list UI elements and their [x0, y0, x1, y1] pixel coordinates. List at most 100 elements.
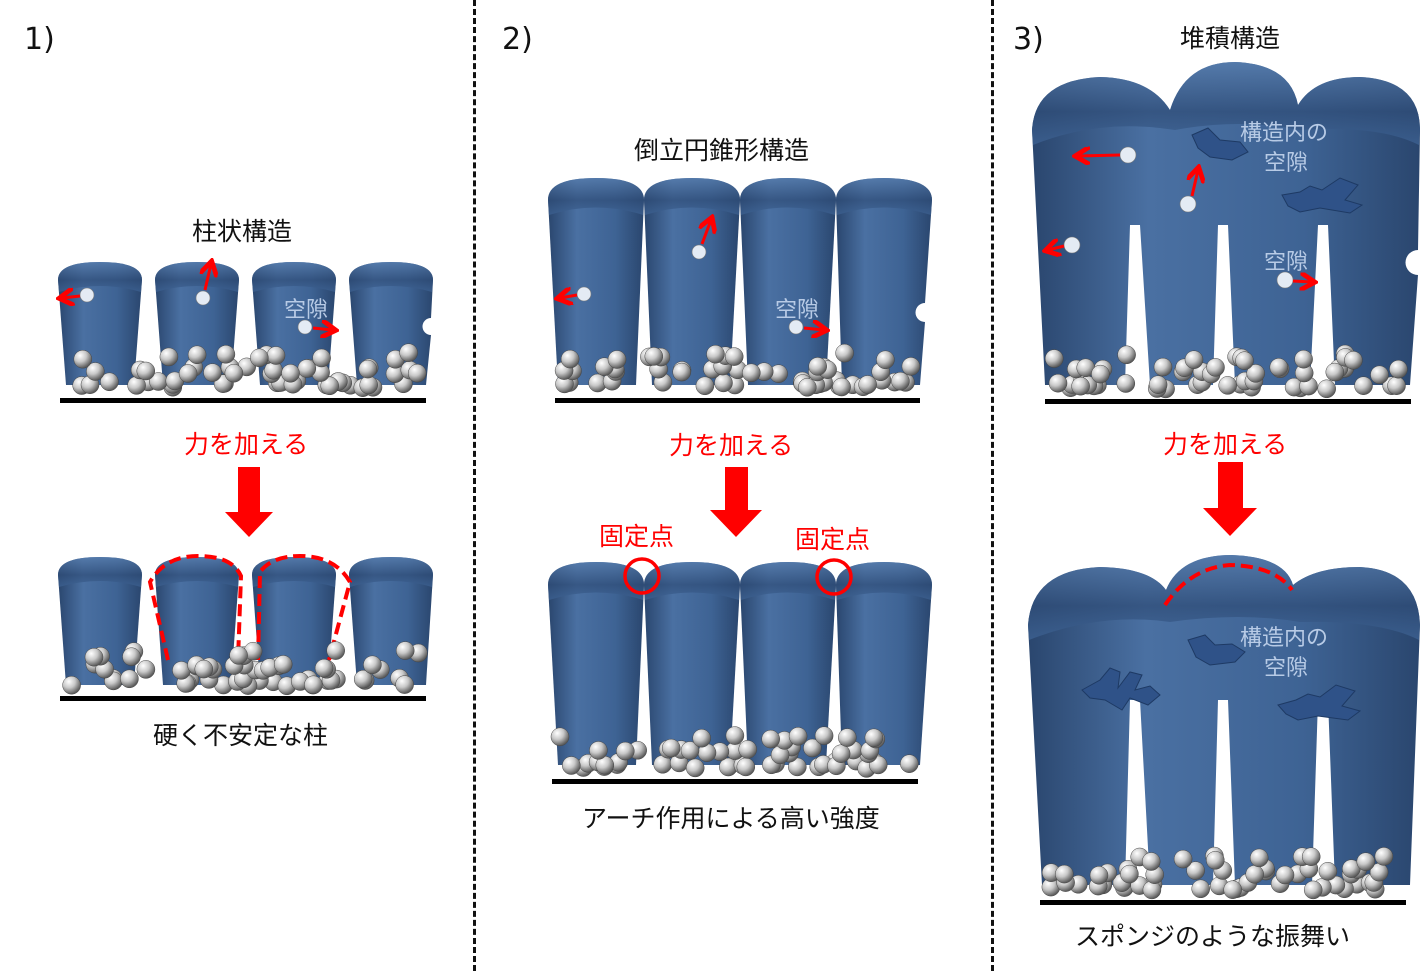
particle-layer — [550, 726, 919, 778]
particle — [304, 675, 323, 695]
arrow-icon — [803, 328, 824, 330]
particle — [589, 741, 608, 760]
particle — [1317, 379, 1336, 399]
particle — [788, 757, 807, 777]
arrow-icon — [205, 264, 211, 291]
void-dot — [1179, 195, 1197, 213]
void-dot — [1063, 236, 1081, 254]
particle — [86, 362, 105, 381]
particle — [312, 348, 331, 368]
particle — [320, 376, 339, 396]
particle — [803, 738, 822, 758]
particle — [1235, 351, 1254, 370]
particle — [1071, 376, 1090, 396]
pillar — [836, 562, 932, 765]
particle — [1303, 880, 1323, 900]
particle — [203, 363, 222, 382]
pillar — [155, 557, 239, 685]
particle — [725, 726, 745, 745]
particle — [1301, 847, 1321, 866]
particle — [1206, 851, 1225, 870]
particle — [1356, 852, 1376, 871]
particle — [1344, 351, 1363, 370]
particle — [742, 363, 761, 383]
particle-layer — [62, 641, 428, 696]
stacked-structure-caps — [1028, 555, 1420, 640]
force-arrow-icon — [1203, 462, 1257, 536]
pillar — [644, 562, 740, 765]
particle-layer — [1044, 344, 1408, 399]
particle — [1318, 862, 1338, 881]
substrate-line — [1045, 399, 1411, 404]
arrow-icon — [62, 296, 81, 298]
arrow-icon — [1292, 281, 1312, 282]
structure-title: 倒立円錐形構造 — [634, 136, 810, 165]
internal-void-label: 構造内の — [1240, 626, 1329, 651]
particle — [136, 361, 156, 381]
force-arrow-icon — [225, 467, 273, 537]
pillar — [740, 562, 836, 765]
particle — [178, 364, 198, 383]
particle — [266, 346, 286, 365]
particle — [685, 758, 705, 778]
arrow-icon — [1078, 155, 1121, 156]
particle — [353, 669, 373, 689]
deformation-outline — [147, 553, 244, 661]
internal-void-label: 空隙 — [1264, 151, 1309, 176]
particle — [1191, 879, 1210, 899]
particle — [616, 741, 635, 761]
particle — [814, 726, 834, 745]
void-dot — [79, 287, 95, 303]
internal-void-shape — [1187, 634, 1246, 666]
pillar — [740, 178, 836, 385]
particle — [808, 357, 827, 376]
particle — [724, 347, 744, 366]
particle — [901, 357, 921, 376]
particle — [1387, 376, 1406, 395]
particle-layer — [554, 343, 921, 397]
particle — [1206, 358, 1225, 377]
compression-outline — [1163, 562, 1294, 607]
particle — [736, 757, 756, 777]
particle — [900, 754, 919, 773]
pillar — [836, 178, 932, 385]
particle — [1325, 362, 1345, 382]
particle — [661, 738, 681, 758]
particle — [550, 727, 570, 747]
particle — [1218, 376, 1237, 395]
particle — [1354, 376, 1373, 395]
force-label: 力を加える — [669, 431, 794, 460]
particle — [273, 655, 293, 674]
particle — [1091, 364, 1110, 384]
particle — [1374, 847, 1394, 866]
particle — [1141, 852, 1161, 871]
substrate-line — [555, 398, 920, 403]
particle — [864, 728, 884, 748]
panel-number: 1) — [24, 22, 55, 57]
pillar — [58, 557, 142, 685]
void-dot — [1119, 146, 1137, 164]
particle — [1294, 349, 1313, 369]
particle — [692, 728, 711, 748]
fixed-point-marker — [623, 557, 661, 595]
particle-layer — [1041, 846, 1394, 900]
particle — [835, 343, 854, 363]
particle — [1370, 365, 1389, 385]
arrow-icon — [312, 328, 333, 330]
void-dot — [1276, 271, 1294, 289]
particle — [1186, 861, 1205, 880]
internal-void-label: 空隙 — [1264, 656, 1309, 681]
arrow-icon — [1192, 170, 1198, 197]
panel-1-top-structure — [58, 262, 433, 403]
substrate-line — [1040, 900, 1406, 905]
particle — [560, 349, 580, 369]
particle — [858, 375, 877, 394]
void-label: 空隙 — [775, 298, 820, 323]
force-arrow-icon — [710, 467, 762, 537]
particle — [84, 647, 104, 667]
particle — [1246, 364, 1265, 383]
panel-divider-2 — [991, 0, 994, 971]
particle — [680, 741, 700, 760]
particle — [359, 375, 378, 395]
